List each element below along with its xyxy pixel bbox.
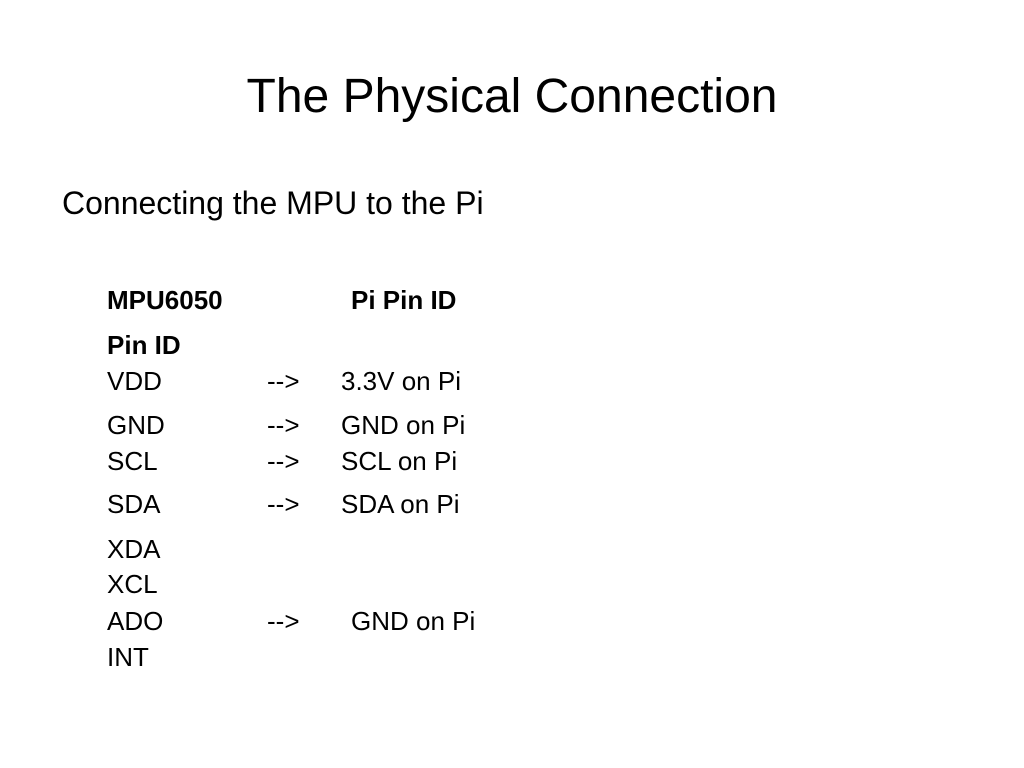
header-mpu-pin-id: MPU6050 (107, 285, 223, 315)
slide-subtitle: Connecting the MPU to the Pi (62, 185, 484, 221)
arrow: --> (267, 410, 300, 440)
mpu-pin: XDA (107, 534, 161, 564)
mpu-pin: INT (107, 642, 149, 672)
slide-title: The Physical Connection (246, 70, 778, 123)
mpu-pin: VDD (107, 366, 162, 396)
mpu-pin: GND (107, 410, 165, 440)
pi-pin: SDA on Pi (341, 489, 460, 519)
arrow: --> (267, 366, 300, 396)
arrow: --> (267, 489, 300, 519)
mpu-pin: SDA (107, 489, 161, 519)
header-pi-pin-id: Pi Pin ID (351, 285, 457, 315)
pi-pin: GND on Pi (351, 606, 476, 636)
mpu-pin: SCL (107, 446, 158, 476)
arrow: --> (267, 606, 300, 636)
header-mpu-pin-id-line2: Pin ID (107, 330, 181, 360)
pi-pin: 3.3V on Pi (341, 366, 461, 396)
mpu-pin: XCL (107, 569, 158, 599)
pi-pin: SCL on Pi (341, 446, 458, 476)
mpu-pin: ADO (107, 606, 164, 636)
arrow: --> (267, 446, 300, 476)
pi-pin: GND on Pi (341, 410, 466, 440)
